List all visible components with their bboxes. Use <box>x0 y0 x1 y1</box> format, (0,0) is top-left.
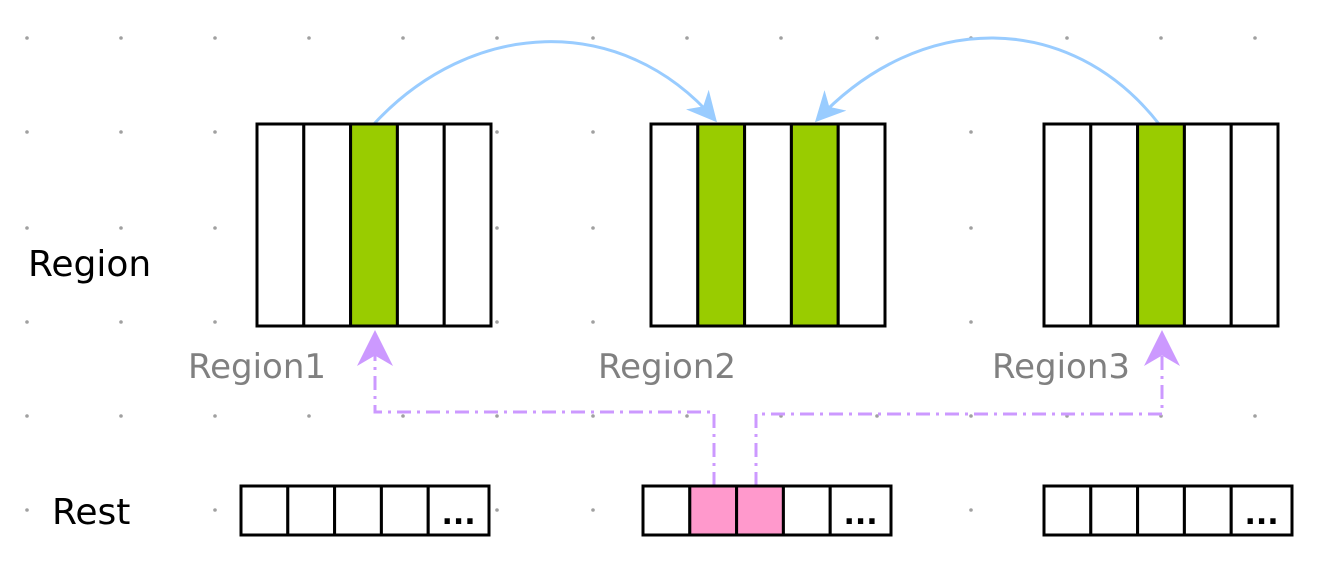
grid-dot-16 <box>213 130 217 134</box>
grid-dot-71 <box>119 508 123 512</box>
grid-dot-66 <box>969 414 973 418</box>
reference-arrows <box>372 36 1161 126</box>
region-label-1: Region1 <box>188 347 326 387</box>
grid-dot-5 <box>495 36 499 40</box>
rest3-ellipsis-cell <box>1229 484 1294 537</box>
points-to-arrows <box>357 330 1180 486</box>
rest3-cell-4 <box>1182 484 1233 537</box>
grid-dot-24 <box>969 130 973 134</box>
grid-dot-58 <box>213 414 217 418</box>
grid-dot-3 <box>307 36 311 40</box>
region-blocks <box>255 122 1280 328</box>
grid-dot-38 <box>969 226 973 230</box>
region2-cell-5 <box>836 122 887 328</box>
grid-dot-15 <box>119 130 123 134</box>
region1-cell-5 <box>442 122 493 328</box>
grid-dot-61 <box>495 414 499 418</box>
grid-dot-69 <box>1253 414 1257 418</box>
grid-dot-13 <box>1253 36 1257 40</box>
rest-blocks: ......... <box>239 484 1294 537</box>
rest1-cell-4 <box>379 484 430 537</box>
grid-dot-44 <box>213 320 217 324</box>
arrow-region1-to-region2 <box>372 40 717 126</box>
grid-dot-19 <box>495 130 499 134</box>
region2-cell-2 <box>696 122 747 328</box>
grid-dot-52 <box>969 320 973 324</box>
arrow-rest-to-region3 <box>754 330 1180 486</box>
region3-cell-1 <box>1042 122 1093 328</box>
rest1-cell-3 <box>333 484 383 537</box>
grid-dot-62 <box>591 414 595 418</box>
grid-dot-70 <box>25 508 29 512</box>
grid-dot-43 <box>119 320 123 324</box>
rest2-cell-1 <box>641 484 692 537</box>
rest2-ellipsis: ... <box>843 497 877 532</box>
region3-cell-3 <box>1136 122 1186 328</box>
grid-dot-8 <box>779 36 783 40</box>
region2-cell-3 <box>743 122 793 328</box>
grid-dot-29 <box>119 226 123 230</box>
grid-dot-6 <box>591 36 595 40</box>
region1-cell-2 <box>302 122 353 328</box>
rest2-cell-3 <box>735 484 785 537</box>
grid-dot-57 <box>119 414 123 418</box>
rest1-ellipsis-cell <box>426 484 491 537</box>
region1-cell-3 <box>349 122 399 328</box>
grid-dot-59 <box>307 414 311 418</box>
region3-cell-2 <box>1089 122 1140 328</box>
grid-dot-47 <box>495 320 499 324</box>
region1-cell-1 <box>255 122 306 328</box>
grid-dot-56 <box>25 414 29 418</box>
grid-dot-72 <box>213 508 217 512</box>
rest1-cell-2 <box>286 484 337 537</box>
grid-dot-65 <box>875 414 879 418</box>
grid-dot-80 <box>969 508 973 512</box>
region-label-3: Region3 <box>992 347 1130 387</box>
rest2-cell-4 <box>781 484 832 537</box>
region2-cell-4 <box>789 122 840 328</box>
rest2-cell-2 <box>688 484 739 537</box>
grid-dot-7 <box>685 36 689 40</box>
rest3-cell-3 <box>1136 484 1186 537</box>
grid-dot-33 <box>495 226 499 230</box>
arrow-region3-to-region2 <box>814 36 1161 125</box>
rest3-cell-1 <box>1042 484 1093 537</box>
grid-dot-63 <box>685 414 689 418</box>
grid-dot-12 <box>1159 36 1163 40</box>
grid-dot-9 <box>875 36 879 40</box>
grid-dot-42 <box>25 320 29 324</box>
grid-dot-1 <box>119 36 123 40</box>
row-label-rest: Rest <box>52 492 130 533</box>
grid-dot-76 <box>591 508 595 512</box>
rest1-ellipsis: ... <box>441 497 475 532</box>
arrow-rest-to-region1 <box>357 330 716 486</box>
region3-cell-4 <box>1182 122 1233 328</box>
grid-dot-60 <box>401 414 405 418</box>
rest3-ellipsis: ... <box>1244 497 1278 532</box>
grid-dot-34 <box>591 226 595 230</box>
grid-dot-28 <box>25 226 29 230</box>
grid-dot-14 <box>25 130 29 134</box>
region2-cell-1 <box>649 122 700 328</box>
grid-dot-48 <box>591 320 595 324</box>
region1-cell-4 <box>395 122 446 328</box>
region-label-2: Region2 <box>598 347 736 387</box>
row-label-region: Region <box>28 244 151 285</box>
grid-dot-2 <box>213 36 217 40</box>
grid-dot-75 <box>495 508 499 512</box>
grid-dot-0 <box>25 36 29 40</box>
rest3-cell-2 <box>1089 484 1140 537</box>
grid-dot-11 <box>1065 36 1069 40</box>
rest2-ellipsis-cell <box>828 484 893 537</box>
rest1-cell-1 <box>239 484 290 537</box>
grid-dot-4 <box>401 36 405 40</box>
region3-cell-5 <box>1229 122 1280 328</box>
grid-dot-20 <box>591 130 595 134</box>
grid-dot-30 <box>213 226 217 230</box>
